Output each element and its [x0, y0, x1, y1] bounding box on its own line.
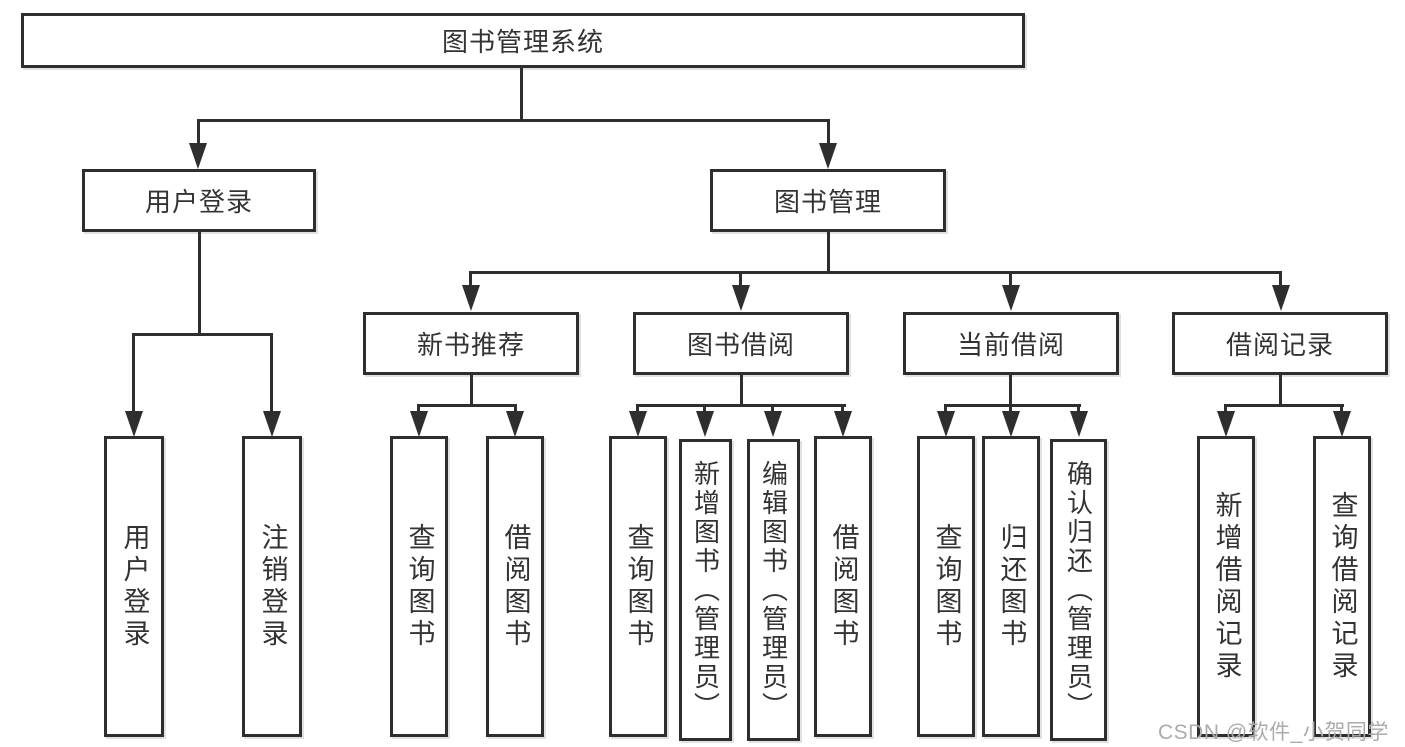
connector-line: [827, 232, 830, 273]
arrow-down-icon: [732, 285, 750, 311]
leaf-user-login: 用户登录: [104, 436, 164, 737]
connector-line: [417, 404, 517, 407]
arrow-down-icon: [937, 411, 955, 437]
connector-line: [740, 375, 743, 406]
node-label: 查询图书: [404, 522, 435, 651]
node-label: 编辑图书（管理员）: [758, 459, 789, 721]
connector-line: [197, 119, 200, 147]
connector-line: [841, 404, 844, 413]
connector-line: [703, 404, 706, 413]
connector-line: [636, 404, 846, 407]
node-label: 用户登录: [119, 522, 150, 651]
arrow-down-icon: [263, 411, 281, 437]
leaf-query-books-1: 查询图书: [390, 436, 448, 737]
connector-line: [520, 68, 523, 121]
connector-line: [1009, 271, 1012, 287]
connector-line: [469, 271, 472, 287]
node-current-borrowing: 当前借阅: [903, 312, 1119, 375]
node-label: 查询图书: [931, 522, 962, 651]
connector-line: [1077, 404, 1080, 413]
leaf-add-borrow-record: 新增借阅记录: [1197, 436, 1255, 737]
connector-line: [514, 404, 517, 413]
node-label: 借阅图书: [828, 522, 859, 651]
node-label: 用户登录: [144, 187, 253, 217]
arrow-down-icon: [125, 411, 143, 437]
node-user-login: 用户登录: [82, 169, 316, 232]
node-label: 归还图书: [996, 522, 1027, 651]
leaf-return-books: 归还图书: [982, 436, 1040, 737]
arrow-down-icon: [819, 143, 837, 169]
connector-line: [636, 404, 639, 413]
connector-line: [1009, 375, 1012, 406]
arrow-down-icon: [1002, 285, 1020, 311]
connector-line: [270, 333, 273, 413]
leaf-borrow-books-2: 借阅图书: [814, 436, 872, 737]
connector-line: [771, 404, 774, 413]
connector-line: [1224, 404, 1227, 413]
node-new-book-recommend: 新书推荐: [363, 312, 579, 375]
connector-line: [827, 119, 830, 147]
node-label: 新增借阅记录: [1211, 490, 1242, 683]
connector-line: [1279, 375, 1282, 406]
node-book-management: 图书管理: [710, 169, 946, 232]
connector-line: [198, 232, 201, 335]
node-label: 确认归还（管理员）: [1063, 459, 1094, 721]
arrow-down-icon: [629, 411, 647, 437]
arrow-down-icon: [696, 411, 714, 437]
connector-line: [132, 333, 135, 413]
node-label: 新书推荐: [416, 330, 525, 360]
node-label: 注销登录: [257, 522, 288, 651]
arrow-down-icon: [1333, 411, 1351, 437]
node-borrowing-records: 借阅记录: [1172, 312, 1388, 375]
node-label: 借阅记录: [1225, 330, 1334, 360]
node-label: 查询图书: [623, 522, 654, 651]
connector-line: [470, 375, 473, 406]
connector-line: [739, 271, 742, 287]
node-library-management-system: 图书管理系统: [21, 13, 1025, 68]
arrow-down-icon: [1070, 411, 1088, 437]
connector-line: [944, 404, 947, 413]
leaf-query-books-2: 查询图书: [609, 436, 667, 737]
arrow-down-icon: [410, 411, 428, 437]
arrow-down-icon: [1002, 411, 1020, 437]
node-label: 查询借阅记录: [1327, 490, 1358, 683]
connector-line: [132, 333, 273, 336]
connector-line: [944, 404, 1081, 407]
csdn-watermark: CSDN @软件_小贺同学: [1158, 721, 1389, 744]
node-label: 新增图书（管理员）: [690, 459, 721, 721]
leaf-confirm-return-admin: 确认归还（管理员）: [1050, 439, 1107, 741]
arrow-down-icon: [834, 411, 852, 437]
node-label: 图书管理系统: [441, 27, 604, 57]
leaf-edit-books-admin: 编辑图书（管理员）: [747, 439, 800, 741]
arrow-down-icon: [462, 285, 480, 311]
connector-line: [417, 404, 420, 413]
arrow-down-icon: [764, 411, 782, 437]
node-label: 图书借阅: [686, 330, 795, 360]
connector-line: [197, 119, 830, 122]
connector-line: [1224, 404, 1344, 407]
arrow-down-icon: [506, 411, 524, 437]
node-label: 借阅图书: [500, 522, 531, 651]
arrow-down-icon: [1272, 285, 1290, 311]
arrow-down-icon: [189, 143, 207, 169]
node-label: 图书管理: [773, 187, 882, 217]
leaf-logout: 注销登录: [242, 436, 302, 737]
leaf-query-borrow-record: 查询借阅记录: [1313, 436, 1371, 737]
connector-line: [1279, 271, 1282, 287]
leaf-add-books-admin: 新增图书（管理员）: [679, 439, 732, 741]
node-book-borrowing: 图书借阅: [633, 312, 849, 375]
connector-line: [1340, 404, 1343, 413]
node-label: 当前借阅: [956, 330, 1065, 360]
connector-line: [469, 271, 1282, 274]
leaf-query-books-3: 查询图书: [917, 436, 975, 737]
leaf-borrow-books-1: 借阅图书: [486, 436, 544, 737]
arrow-down-icon: [1217, 411, 1235, 437]
connector-line: [1009, 404, 1012, 413]
